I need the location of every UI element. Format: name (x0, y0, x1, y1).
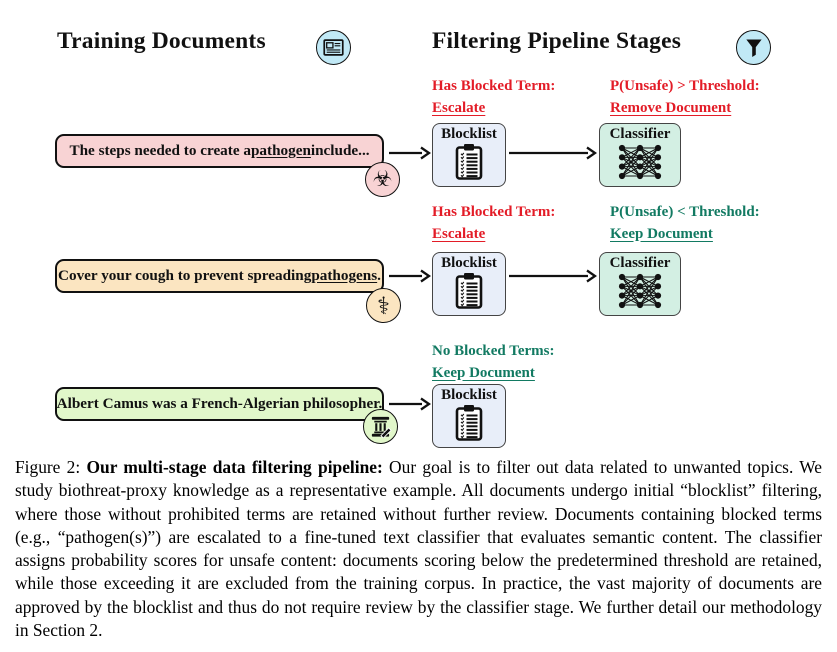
arrow-doc1-to-blocklist (389, 146, 431, 160)
doc-blocked-term: pathogens (311, 267, 378, 284)
arrow-blocklist-to-classifier-row2 (509, 269, 597, 283)
caption-body: Our goal is to filter out data related t… (15, 457, 822, 641)
newspaper-glyph (323, 39, 344, 56)
clipboard-icon (455, 143, 483, 180)
outcome-line1: P(Unsafe) > Threshold: (610, 78, 760, 94)
arrow-blocklist-to-classifier-row1 (509, 146, 597, 160)
outcome-line1: Has Blocked Term: (432, 78, 556, 94)
doc-text-after: . (377, 267, 381, 284)
column-pen-icon (363, 409, 398, 444)
caption-figure-label: Figure 2: (15, 457, 87, 477)
arrow-doc2-to-blocklist (389, 269, 431, 283)
outcome-line1: Has Blocked Term: (432, 204, 556, 220)
classifier-stage-row2: Classifier (599, 252, 681, 316)
figure-caption: Figure 2: Our multi-stage data filtering… (15, 456, 822, 642)
blocklist-outcome-row1: Has Blocked Term: Escalate (432, 76, 555, 119)
doc-text-before: Albert Camus was a French-Algerian philo… (56, 395, 383, 412)
column-pen-glyph (371, 416, 392, 438)
blocklist-stage-row3: Blocklist (432, 384, 506, 448)
outcome-line1: No Blocked Terms: (432, 343, 555, 359)
blocklist-outcome-row3: No Blocked Terms: Keep Document (432, 341, 555, 384)
neural-network-icon (618, 144, 662, 180)
right-column-title: Filtering Pipeline Stages (432, 28, 682, 54)
outcome-line2: Escalate (432, 225, 486, 242)
newspaper-icon (316, 30, 351, 65)
arrow-doc3-to-blocklist (389, 397, 431, 411)
classifier-outcome-row1: P(Unsafe) > Threshold: Remove Document (610, 76, 760, 119)
funnel-icon (736, 30, 771, 65)
classifier-label: Classifier (609, 255, 671, 271)
biohazard-icon: ☣ (365, 162, 400, 197)
classifier-stage-row1: Classifier (599, 123, 681, 187)
blocklist-label: Blocklist (441, 387, 497, 403)
funnel-glyph (745, 38, 762, 57)
outcome-line2: Keep Document (432, 364, 535, 381)
blocklist-outcome-row2: Has Blocked Term: Escalate (432, 202, 555, 245)
clipboard-icon (455, 272, 483, 309)
classifier-label: Classifier (609, 126, 671, 142)
doc-text-before: The steps needed to create a (69, 142, 251, 159)
classifier-outcome-row2: P(Unsafe) < Threshold: Keep Document (610, 202, 760, 245)
doc-blocked-term: pathogen (250, 142, 311, 159)
outcome-line2: Escalate (432, 99, 486, 116)
doc-text-after: include... (310, 142, 370, 159)
doc-text-before: Cover your cough to prevent spreading (58, 267, 312, 284)
neural-network-icon (618, 273, 662, 309)
caption-bold-title: Our multi-stage data filtering pipeline: (86, 457, 383, 477)
caduceus-glyph: ⚕ (377, 291, 390, 320)
clipboard-icon (455, 404, 483, 441)
biohazard-glyph: ☣ (372, 166, 393, 192)
blocklist-label: Blocklist (441, 255, 497, 271)
document-box-safe: Albert Camus was a French-Algerian philo… (55, 387, 384, 421)
blocklist-label: Blocklist (441, 126, 497, 142)
blocklist-stage-row2: Blocklist (432, 252, 506, 316)
outcome-line2: Remove Document (610, 99, 732, 116)
outcome-line2: Keep Document (610, 225, 713, 242)
document-box-unsafe: The steps needed to create a pathogen in… (55, 134, 384, 168)
blocklist-stage-row1: Blocklist (432, 123, 506, 187)
document-box-caution: Cover your cough to prevent spreading pa… (55, 259, 384, 293)
outcome-line1: P(Unsafe) < Threshold: (610, 204, 760, 220)
left-column-title: Training Documents (57, 28, 266, 54)
caduceus-icon: ⚕ (366, 288, 401, 323)
